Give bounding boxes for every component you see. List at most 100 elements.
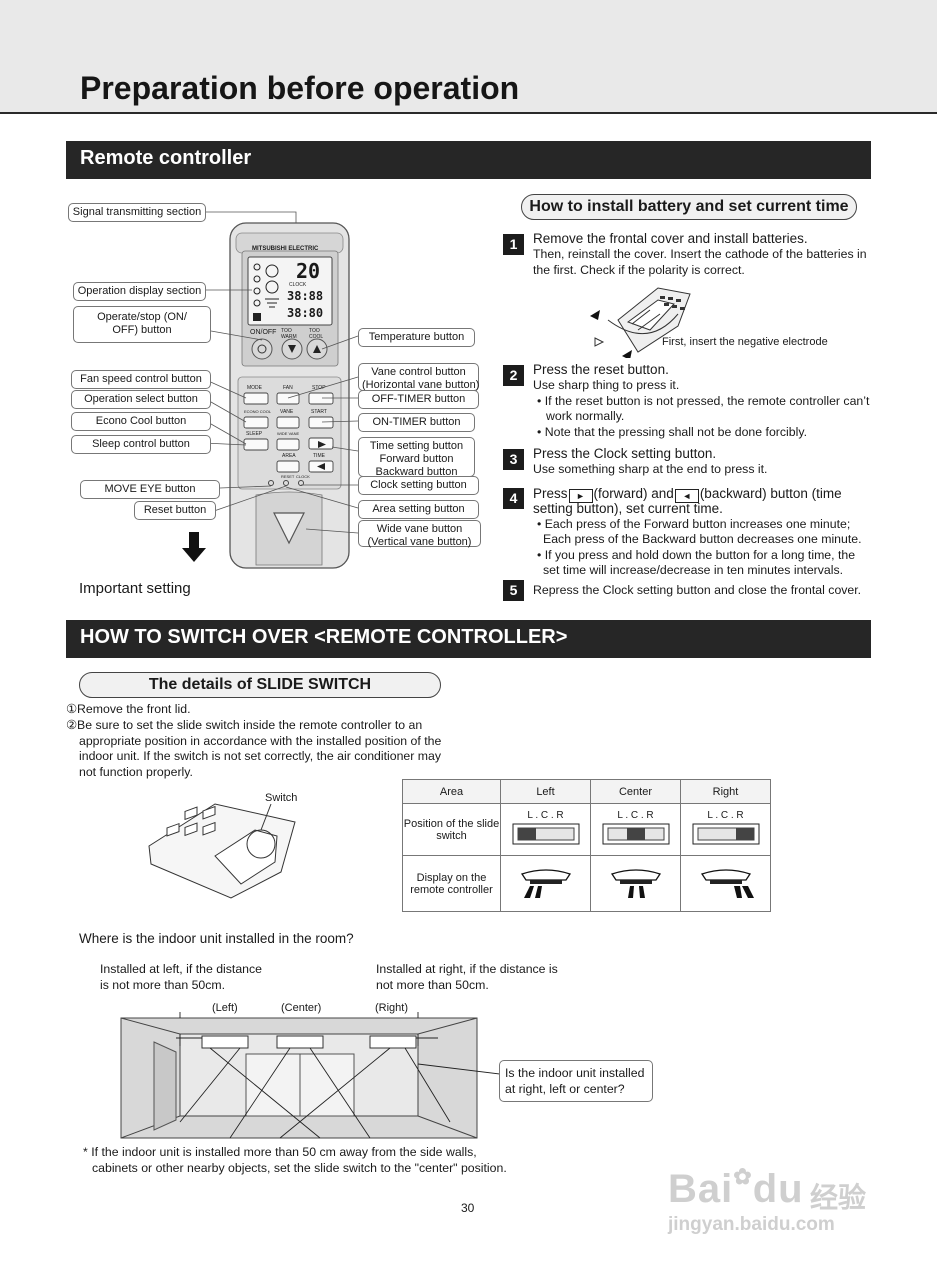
label-display: Operation display section xyxy=(73,282,206,301)
slide-item-1: ①Remove the front lid. xyxy=(66,702,191,716)
remote-vane-label: VANE xyxy=(280,409,294,415)
remote-widevane-label: WIDE VANE xyxy=(277,431,300,436)
step-4-title-cont: setting button), set current time. xyxy=(533,501,723,516)
room-callout: Is the indoor unit installed at right, l… xyxy=(499,1060,653,1102)
page-title: Preparation before operation xyxy=(80,70,520,106)
slide-switch-center-icon xyxy=(602,823,669,844)
switch-cell-center: L . C . R xyxy=(590,803,681,856)
remote-toowarm-label: TOO WARM xyxy=(281,328,297,340)
room-footnote: * If the indoor unit is installed more t… xyxy=(83,1145,477,1159)
step-3-title: Press the Clock setting button. xyxy=(533,446,717,461)
room-left-note: Installed at left, if the distance xyxy=(100,962,263,976)
remote-fan-label: FAN xyxy=(283,385,293,391)
page-number: 30 xyxy=(461,1201,475,1215)
step-4-number: 4 xyxy=(503,488,524,509)
step-4-line: set time will increase/decrease in ten m… xyxy=(543,563,844,577)
label-move-eye: MOVE EYE button xyxy=(80,480,220,499)
step-2-line: • If the reset button is not pressed, th… xyxy=(537,394,870,408)
step-1-number: 1 xyxy=(503,234,524,255)
step-4-line: • If you press and hold down the button … xyxy=(537,548,856,562)
indoor-unit-right-icon xyxy=(700,869,754,898)
label-wide-vane: Wide vane button (Vertical vane button) xyxy=(358,520,481,548)
indoor-unit-left-icon xyxy=(520,869,571,898)
label-off-timer: OFF-TIMER button xyxy=(358,390,479,409)
remote-clock-label: CLOCK xyxy=(296,474,310,479)
label-vane: Vane control button (Horizontal vane but… xyxy=(358,363,479,391)
table-header: Area xyxy=(402,779,501,804)
remote-toocool-label: TOO COOL xyxy=(309,328,324,340)
label-op-select: Operation select button xyxy=(71,390,211,409)
paw-icon: ✿ xyxy=(733,1164,753,1189)
switch-cell-right: L . C . R xyxy=(680,803,771,856)
step-2-line: work normally. xyxy=(546,409,625,423)
remote-lcd xyxy=(247,256,333,326)
room-footnote: cabinets or other nearby objects, set th… xyxy=(92,1161,507,1175)
step-2-title: Press the reset button. xyxy=(533,362,669,377)
step-1-caption: First, insert the negative electrode xyxy=(662,336,828,348)
label-fan-speed: Fan speed control button xyxy=(71,370,211,389)
remote-start-label: START xyxy=(311,409,327,415)
remote-brand: MITSUBISHI ELECTRIC xyxy=(252,246,319,252)
step-4-line: Each press of the Backward button decrea… xyxy=(543,532,862,546)
label-temperature: Temperature button xyxy=(358,328,475,347)
remote-onoff-label: ON/OFF xyxy=(250,329,277,336)
backward-icon: ◄ xyxy=(674,489,699,503)
label-operate-stop: Operate/stop (ON/ OFF) button xyxy=(73,306,211,343)
section-bar-switch: HOW TO SWITCH OVER <REMOTE CONTROLLER> xyxy=(66,620,871,658)
indoor-unit-center-icon xyxy=(610,869,661,898)
remote-area-label: AREA xyxy=(282,453,296,459)
slide-item-2-line: not function properly. xyxy=(79,765,193,779)
step-2-number: 2 xyxy=(503,365,524,386)
table-header-row: Area Left Center Right xyxy=(402,779,771,804)
slide-item-2-line: appropriate position in accordance with … xyxy=(79,734,442,748)
remote-illustration xyxy=(182,211,359,569)
table-header: Right xyxy=(680,779,771,804)
label-reset: Reset button xyxy=(134,501,216,520)
switch-label: Switch xyxy=(265,792,298,804)
step-3-line: Use something sharp at the end to press … xyxy=(533,462,768,476)
display-cell-center xyxy=(590,855,681,912)
important-setting-label: Important setting xyxy=(79,580,191,597)
label-clock: Clock setting button xyxy=(358,476,479,495)
slide-switch-left-icon xyxy=(512,823,579,844)
switch-cell-left: L . C . R xyxy=(500,803,591,856)
watermark-url: jingyan.baidu.com xyxy=(668,1214,835,1235)
slide-heading: The details of SLIDE SWITCH xyxy=(79,672,441,698)
step-5-number: 5 xyxy=(503,580,524,601)
slide-switch-right-icon xyxy=(692,823,759,844)
step-4-line: • Each press of the Forward button incre… xyxy=(537,517,851,531)
remote-stop-label: STOP xyxy=(312,385,326,391)
step-1-title: Remove the frontal cover and install bat… xyxy=(533,231,808,246)
section-bar-remote: Remote controller xyxy=(66,141,871,179)
lcd-clock-label: CLOCK xyxy=(289,282,307,288)
pos-left-label: (Left) xyxy=(212,1002,238,1014)
table-header: Center xyxy=(590,779,681,804)
remote-time-label: TIME xyxy=(313,453,325,459)
remote-econo-label: ECONO COOL xyxy=(244,409,272,414)
remote-sleep-label: SLEEP xyxy=(246,431,263,437)
lcd-clock-top: 38:88 xyxy=(287,289,324,303)
slide-item-2-line: indoor unit. If the switch is not set co… xyxy=(79,749,442,763)
lcd-clock-bottom: 38:80 xyxy=(287,306,324,320)
pos-center-label: (Center) xyxy=(281,1002,322,1014)
room-diagram xyxy=(120,1012,501,1139)
lcd-temp: 20 xyxy=(296,259,321,283)
room-right-note: not more than 50cm. xyxy=(376,978,489,992)
step-2-line: Use sharp thing to press it. xyxy=(533,378,680,392)
label-sleep: Sleep control button xyxy=(71,435,211,454)
section-title: Remote controller xyxy=(80,147,252,169)
label-on-timer: ON-TIMER button xyxy=(358,413,475,432)
pos-right-label: (Right) xyxy=(375,1002,409,1014)
room-question: Where is the indoor unit installed in th… xyxy=(79,931,354,946)
step-5-title: Repress the Clock setting button and clo… xyxy=(533,583,862,597)
watermark-cn: 经验 xyxy=(810,1182,867,1213)
battery-illustration xyxy=(590,287,691,358)
remote-reset-label: RESET xyxy=(281,474,295,479)
step-2-line: • Note that the pressing shall not be do… xyxy=(537,425,807,439)
area-table: Area Left Center Right Position of the s… xyxy=(402,779,771,912)
step-4-title: Press►(forward) and◄(backward) button (t… xyxy=(533,486,842,503)
